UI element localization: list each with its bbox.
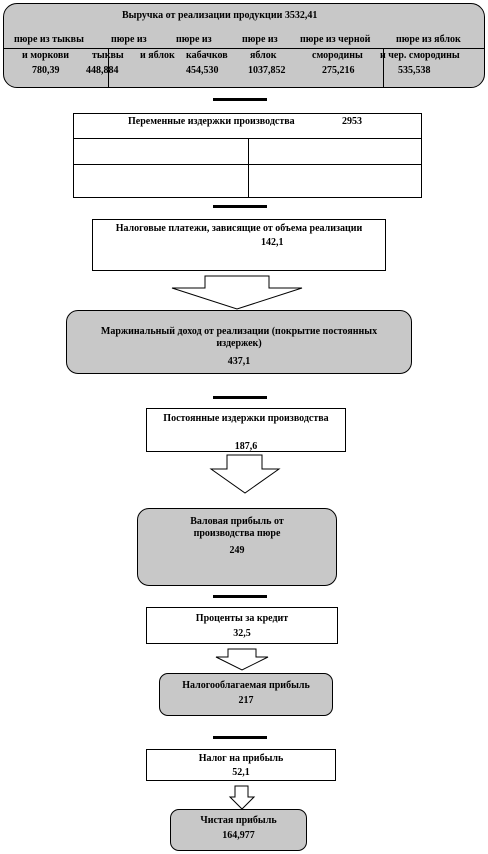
- gross-profit-label: Валовая прибыль от производства пюре: [190, 516, 284, 539]
- down-arrow-icon: [228, 785, 256, 810]
- product-7-name-line1: пюре из яблок: [396, 34, 461, 45]
- product-5-name-line1: пюре из: [242, 34, 278, 45]
- taxable-profit-label: Налогооблагаемая прибыль: [182, 680, 310, 691]
- product-2-name-line2: тыквы: [92, 50, 124, 61]
- marginal-income-label: Маржинальный доход от реализации (покрыт…: [100, 326, 378, 349]
- net-profit-label: Чистая прибыль: [200, 815, 277, 826]
- gross-profit-value: 249: [229, 545, 245, 556]
- minus-sign: [213, 98, 267, 101]
- tax-payments-label: Налоговые платежи, зависящие от объема р…: [115, 223, 363, 234]
- product-3-name-line2: и яблок: [140, 50, 175, 61]
- product-1-name-line2: и моркови: [22, 50, 70, 61]
- variable-costs-divider: [73, 138, 422, 139]
- down-arrow-icon: [171, 275, 303, 310]
- profit-tax-value: 52,1: [232, 767, 250, 778]
- product-5-value: 1037,852: [248, 65, 286, 76]
- down-arrow-icon: [209, 454, 281, 494]
- revenue-box: [3, 3, 485, 88]
- product-4-name-line2: кабачков: [186, 50, 228, 61]
- fixed-costs-value: 187,6: [234, 441, 258, 452]
- product-3-name-line1: пюре из: [176, 34, 212, 45]
- down-arrow-icon: [215, 648, 269, 671]
- fixed-costs-box: [146, 408, 346, 452]
- tax-payments-box: [92, 219, 386, 271]
- product-2-name-line1: пюре из: [111, 34, 147, 45]
- product-6-name-line1: пюре из черной: [300, 34, 371, 45]
- variable-costs-label: Переменные издержки производства: [128, 116, 295, 127]
- loan-interest-value: 32,5: [233, 628, 251, 639]
- minus-sign: [213, 205, 267, 208]
- variable-costs-box: [73, 113, 422, 198]
- revenue-col-divider: [108, 48, 109, 88]
- product-1-value: 780,39: [32, 65, 60, 76]
- net-profit-value: 164,977: [222, 830, 255, 841]
- minus-sign: [213, 595, 267, 598]
- net-profit-box: [170, 809, 307, 851]
- marginal-income-box: [66, 310, 412, 374]
- product-6-value: 275,216: [322, 65, 355, 76]
- product-4-value: 454,530: [186, 65, 219, 76]
- tax-payments-value: 142,1: [261, 237, 284, 248]
- product-2-value: 448,884: [86, 65, 119, 76]
- taxable-profit-value: 217: [238, 695, 254, 706]
- taxable-profit-box: [159, 673, 333, 716]
- variable-costs-col-divider: [248, 138, 249, 198]
- fixed-costs-label: Постоянные издержки производства: [163, 413, 329, 424]
- minus-sign: [213, 736, 267, 739]
- revenue-title: Выручка от реализации продукции 3532,41: [122, 10, 318, 21]
- product-7-name-line2: и чер. смородины: [380, 50, 460, 61]
- product-6-name-line2: смородины: [312, 50, 363, 61]
- revenue-divider: [3, 48, 485, 49]
- product-1-name-line1: пюре из тыквы: [14, 34, 84, 45]
- variable-costs-value: 2953: [342, 116, 362, 127]
- variable-costs-divider: [73, 164, 422, 165]
- loan-interest-box: [146, 607, 338, 644]
- loan-interest-label: Проценты за кредит: [195, 613, 289, 624]
- gross-profit-box: [137, 508, 337, 586]
- minus-sign: [213, 396, 267, 399]
- revenue-col-divider: [383, 48, 384, 88]
- marginal-income-value: 437,1: [227, 356, 251, 367]
- profit-tax-label: Налог на прибыль: [198, 753, 284, 764]
- product-7-value: 535,538: [398, 65, 431, 76]
- product-5-name-line2: яблок: [250, 50, 277, 61]
- profit-tax-box: [146, 749, 336, 781]
